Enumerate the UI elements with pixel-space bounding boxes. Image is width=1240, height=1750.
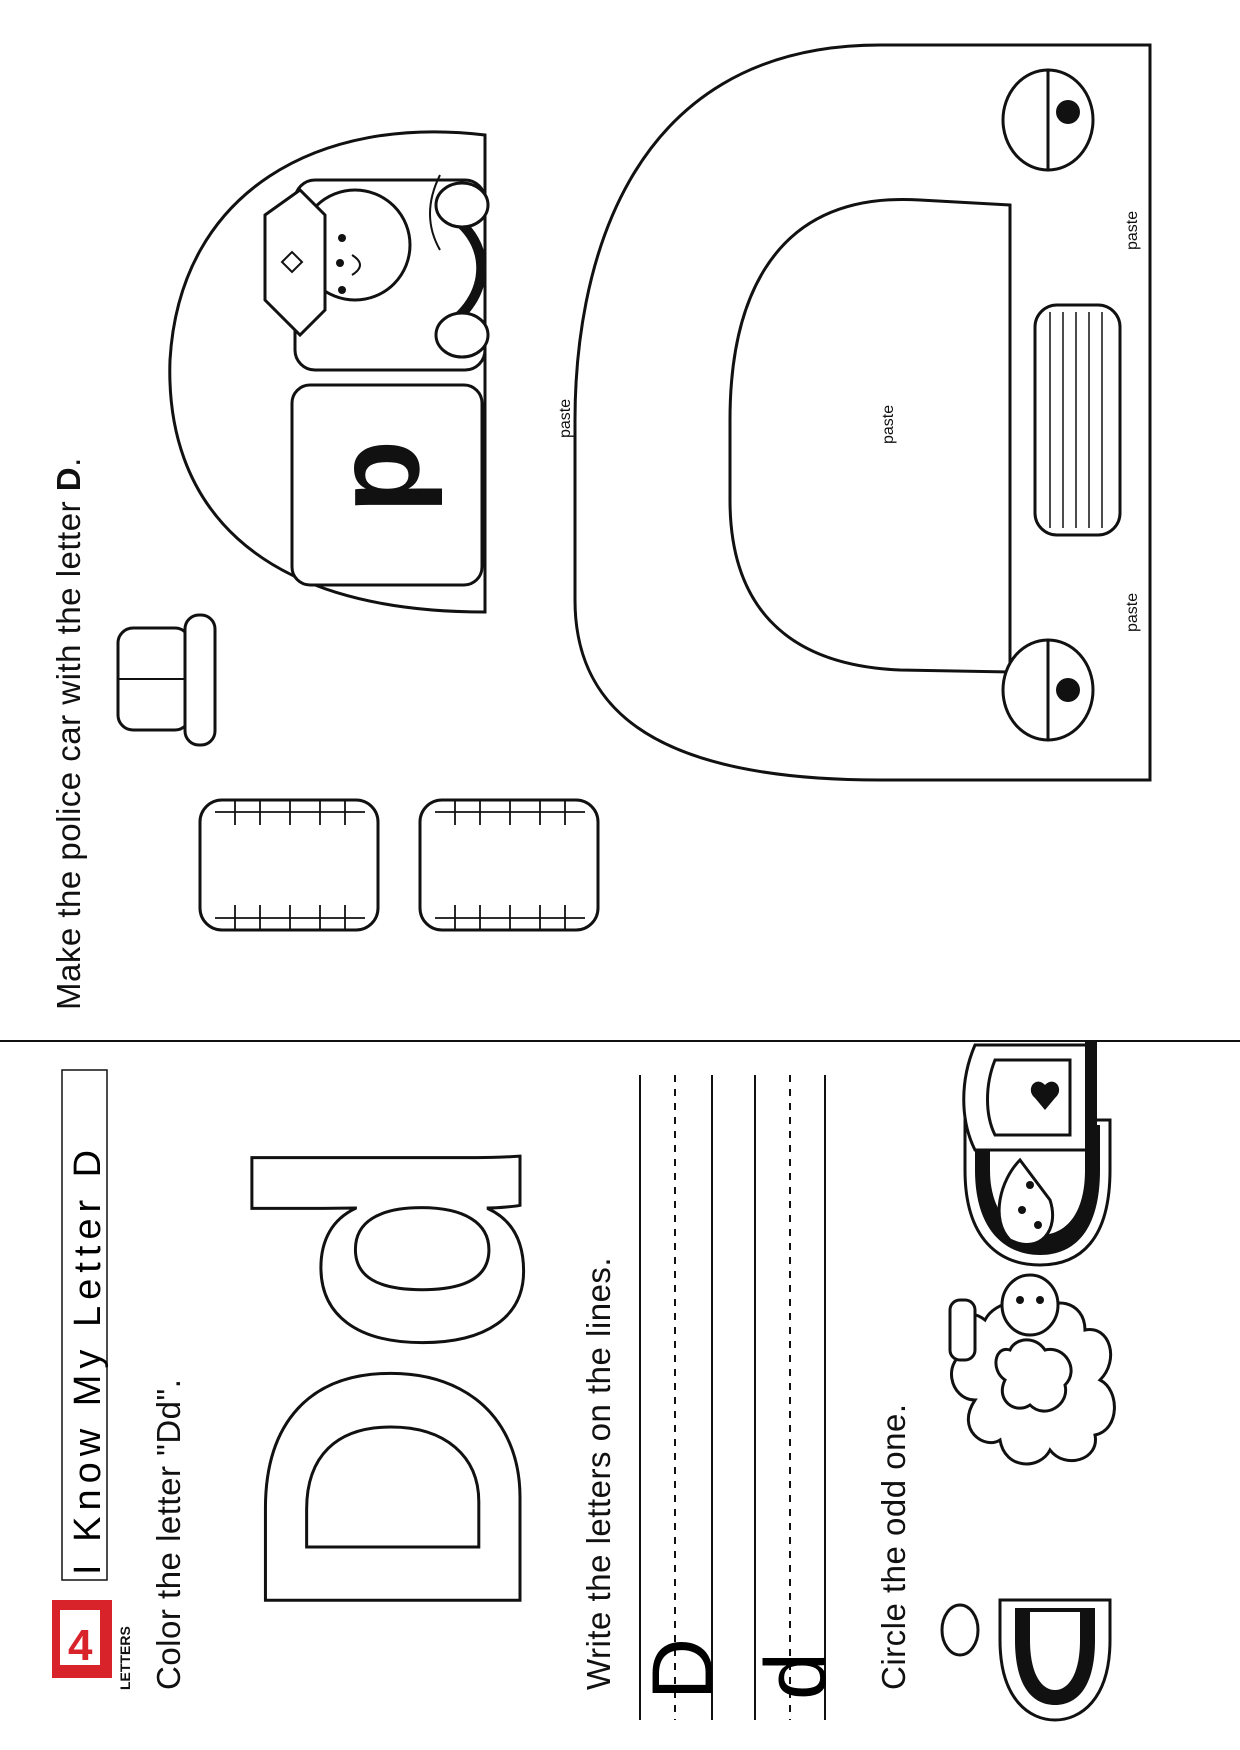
circle-instruction: Circle the odd one. <box>875 1403 912 1690</box>
car-window <box>290 383 484 587</box>
outline-letters-dd: Dd <box>186 1132 599 1625</box>
write-instruction: Write the letters on the lines. <box>580 1256 617 1690</box>
car-grill <box>1033 303 1122 537</box>
logo-text: LETTERS <box>117 1626 133 1690</box>
odd-one-cloud-d <box>950 1300 1116 1466</box>
title-box <box>61 1069 108 1581</box>
paste-label-4: paste <box>1124 593 1141 632</box>
siren-cutout <box>116 613 217 747</box>
car-body-inner <box>728 198 1012 674</box>
color-instruction: Color the letter "Dd". <box>150 1378 187 1690</box>
letters-logo: 4 LETTERS <box>52 1600 133 1690</box>
odd-one-dalmatian-d <box>948 1118 1112 1362</box>
odd-one-firefighter-hat <box>962 1040 1097 1155</box>
page-title: I Know My Letter D <box>67 1144 109 1575</box>
window-letter: d <box>329 440 463 513</box>
trace-uppercase-d: D <box>635 1638 731 1700</box>
odd-one-seal-d <box>940 1598 1112 1722</box>
grill-lines <box>1049 312 1103 528</box>
trace-lowercase-d: d <box>748 1652 844 1700</box>
page-divider <box>0 1040 1240 1042</box>
tire-cutout-left <box>198 798 380 932</box>
svg-text:4: 4 <box>68 1621 93 1670</box>
handwriting-lines <box>639 1075 826 1720</box>
police-officer-illustration <box>263 174 490 372</box>
headlight-bottom <box>1001 638 1095 742</box>
paste-label-1: paste <box>557 399 574 438</box>
paste-label-2: paste <box>880 405 897 444</box>
tire-cutout-right <box>418 798 600 932</box>
paste-label-3: paste <box>1124 211 1141 250</box>
headlight-top <box>1001 68 1095 172</box>
